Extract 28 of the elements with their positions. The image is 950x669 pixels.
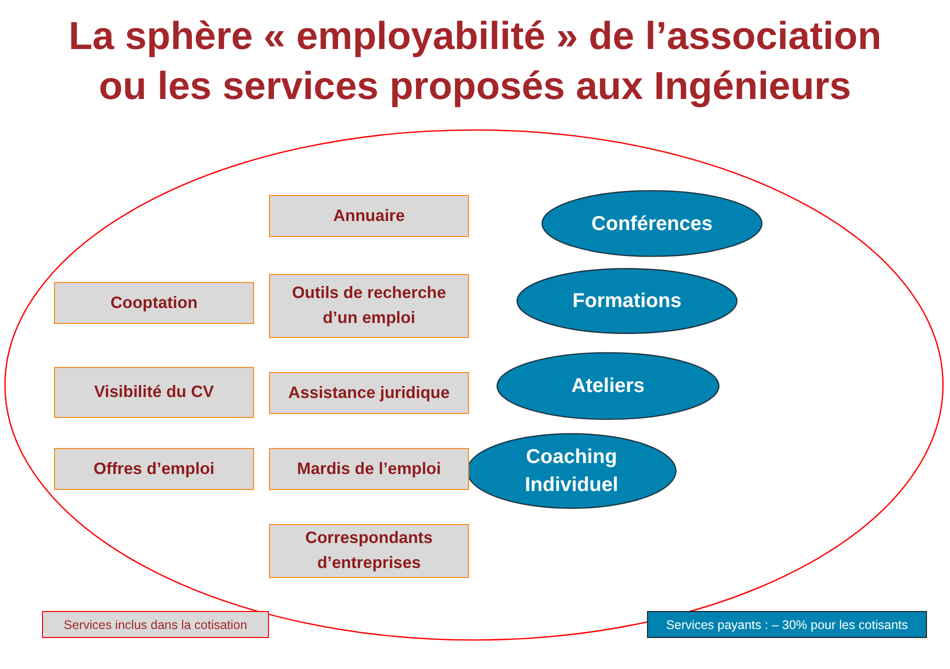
service-label: Mardis de l’emploi — [297, 458, 441, 480]
legend-text: Services inclus dans la cotisation — [64, 618, 248, 632]
service-label: Ateliers — [571, 374, 645, 399]
service-ellipse — [541, 190, 763, 257]
service-label: Assistance juridique — [288, 382, 450, 404]
service-card — [269, 448, 469, 490]
service-label: Offres d’emploi — [93, 458, 215, 480]
service-label: Visibilité du CV — [94, 382, 214, 403]
service-ellipse — [496, 352, 720, 420]
service-card — [54, 367, 254, 418]
service-card — [269, 372, 469, 414]
service-card — [54, 282, 254, 324]
service-label: Formations — [572, 289, 682, 314]
service-label: Correspondants d’entreprises — [304, 528, 434, 574]
service-card — [54, 448, 254, 490]
legend-text: Services payants : – 30% pour les cotisants — [666, 618, 908, 632]
title: La sphère « employabilité » de l’association ou les services proposés aux Ingénieurs — [68, 14, 882, 110]
service-card — [269, 195, 469, 237]
sphere-ellipse — [5, 130, 943, 640]
service-card — [269, 524, 469, 578]
service-ellipse — [466, 433, 677, 509]
service-label: Conférences — [591, 212, 713, 236]
service-ellipse — [516, 268, 738, 334]
service-label: Annuaire — [333, 206, 405, 226]
service-label: Coaching Individuel — [524, 445, 620, 498]
service-label: Cooptation — [110, 292, 198, 314]
service-label: Outils de recherche d’un emploi — [290, 283, 448, 329]
service-card — [269, 274, 469, 338]
